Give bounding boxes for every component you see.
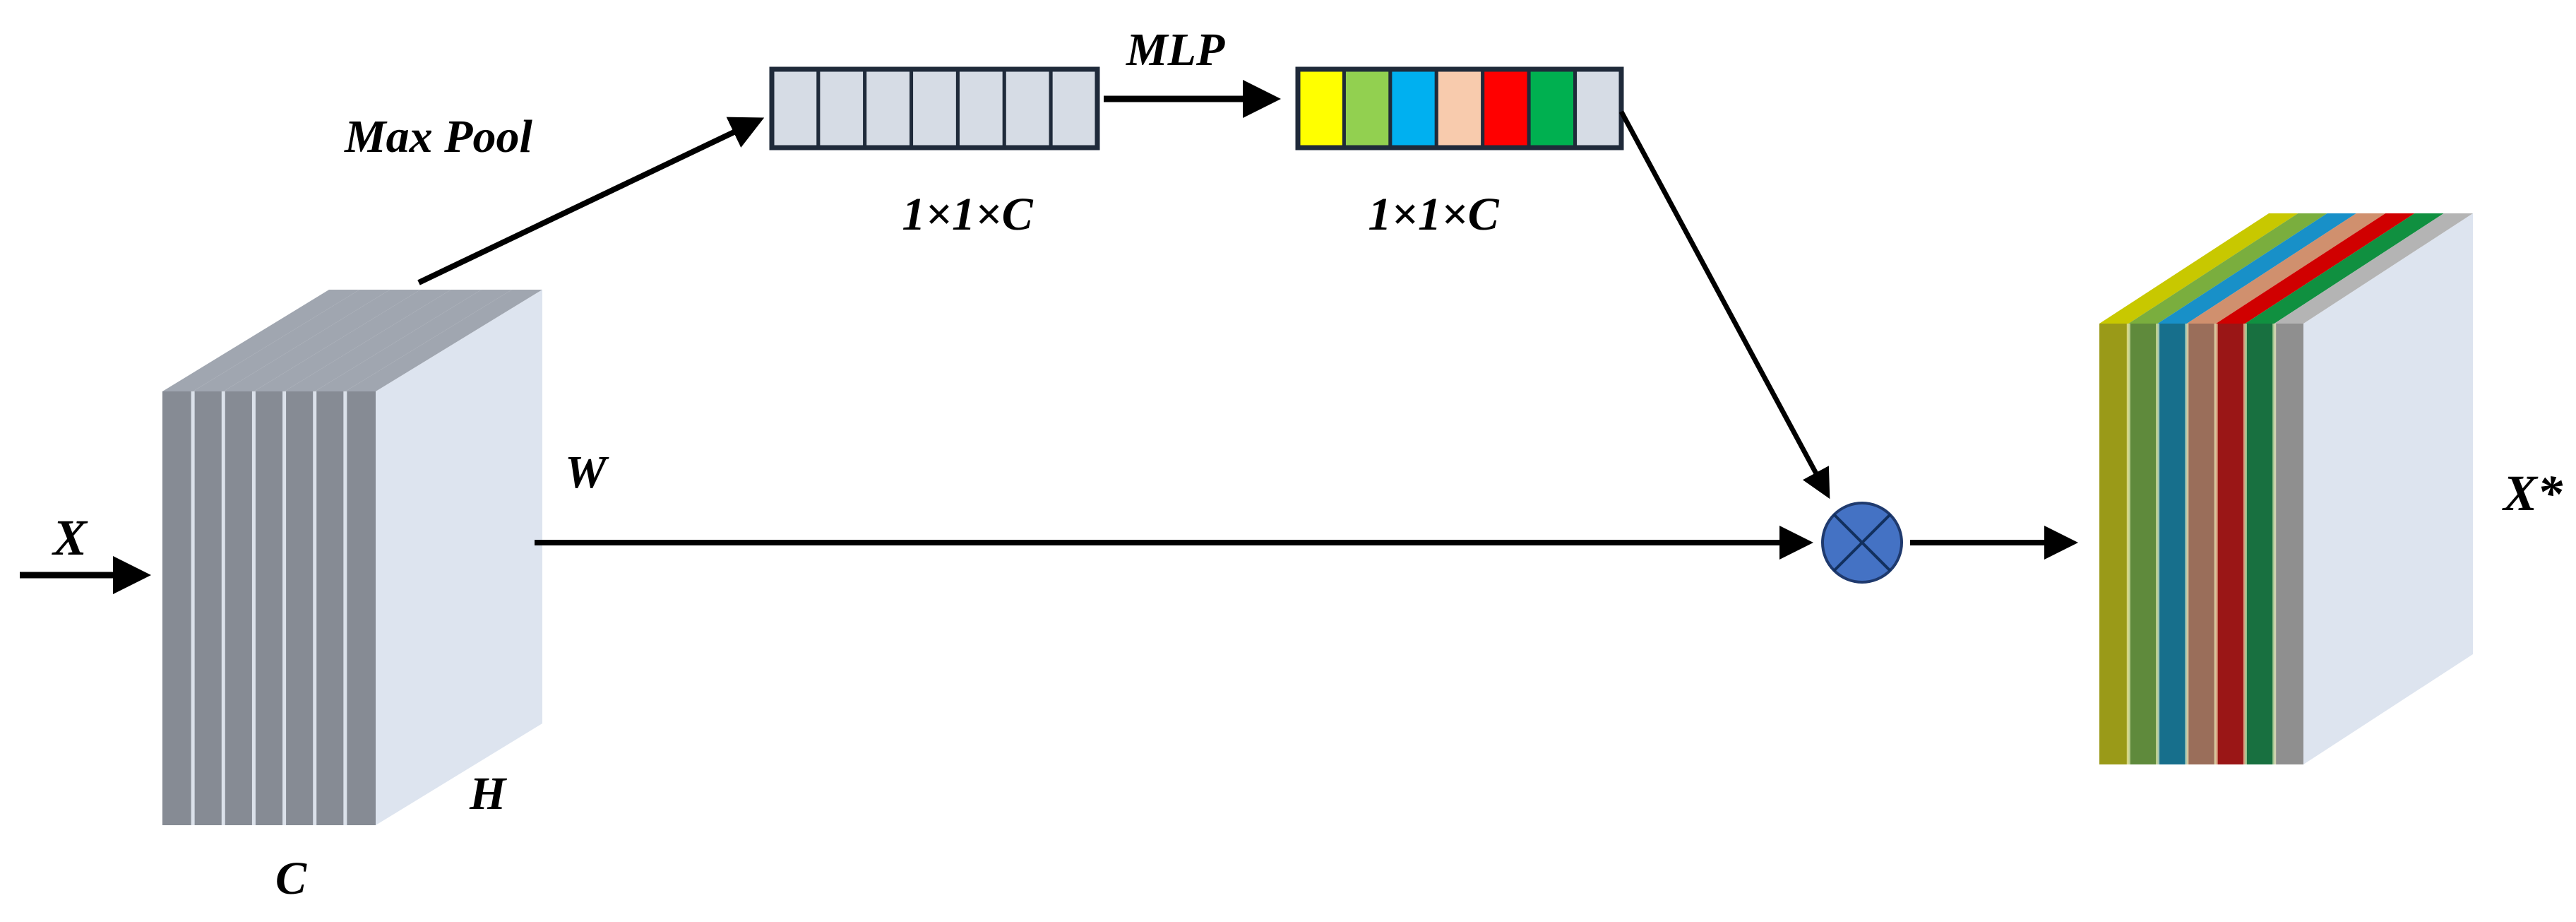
vector-cell [1573, 67, 1623, 150]
slab-top [284, 290, 482, 391]
max-pool-arrow [417, 117, 765, 285]
pooled-shape-label: 1×1×C [902, 189, 1033, 240]
vector-cell [1296, 67, 1346, 150]
slab-top [193, 290, 390, 391]
channel-slab [162, 391, 193, 825]
channel-slab [2186, 324, 2217, 764]
channel-slab [284, 391, 315, 825]
multiply-circle-icon [1821, 502, 1903, 584]
output-feature-map [2099, 213, 2473, 764]
vector-cell [770, 67, 821, 150]
slab-top [345, 290, 542, 391]
slab-top [254, 290, 451, 391]
vector-cell [1342, 67, 1393, 150]
input-feature-map [162, 290, 542, 825]
mlp-label: MLP [1126, 24, 1225, 76]
slab-top [2157, 213, 2356, 324]
width-label: W [565, 447, 609, 498]
slab-top [2216, 213, 2415, 324]
block-side-face [2303, 213, 2473, 764]
vector-cell [1002, 67, 1053, 150]
vector-cell [1388, 67, 1438, 150]
vector-cell [910, 67, 960, 150]
slab-top [314, 290, 512, 391]
vector-border [769, 66, 1100, 150]
vector-cell [816, 67, 867, 150]
channels-label: C [275, 853, 307, 904]
vector-cell [863, 67, 914, 150]
vector-cell [1527, 67, 1578, 150]
channel-slab [314, 391, 345, 825]
channel-slab [2099, 324, 2129, 764]
slab-top [162, 290, 360, 391]
block-side-face [376, 290, 542, 825]
pooled-vector [769, 66, 1100, 150]
channel-slab [223, 391, 254, 825]
input-label: X [52, 509, 88, 566]
vector-cell [1481, 67, 1531, 150]
height-label: H [469, 768, 508, 820]
vector-cell [1049, 67, 1099, 150]
weights-to-multiply-arrow [1618, 110, 1830, 500]
channel-slab [345, 391, 376, 825]
slab-top [2245, 213, 2444, 324]
slab-top [2274, 213, 2473, 324]
vector-cell [1434, 67, 1485, 150]
slab-top [2186, 213, 2386, 324]
channel-slab [254, 391, 285, 825]
channel-weight-vector [1295, 66, 1624, 150]
vector-border [1295, 66, 1624, 150]
vector-cell [955, 67, 1006, 150]
slab-top [2099, 213, 2298, 324]
max-pool-label: Max Pool [344, 111, 533, 162]
weights-shape-label: 1×1×C [1368, 189, 1499, 240]
channel-slab [2157, 324, 2187, 764]
channel-slab [2274, 324, 2303, 764]
slab-top [223, 290, 421, 391]
slab-top [2128, 213, 2327, 324]
output-label: X* [2502, 465, 2563, 521]
channel-slab [2216, 324, 2246, 764]
channel-slab [193, 391, 224, 825]
channel-slab [2245, 324, 2274, 764]
channel-slab [2128, 324, 2158, 764]
